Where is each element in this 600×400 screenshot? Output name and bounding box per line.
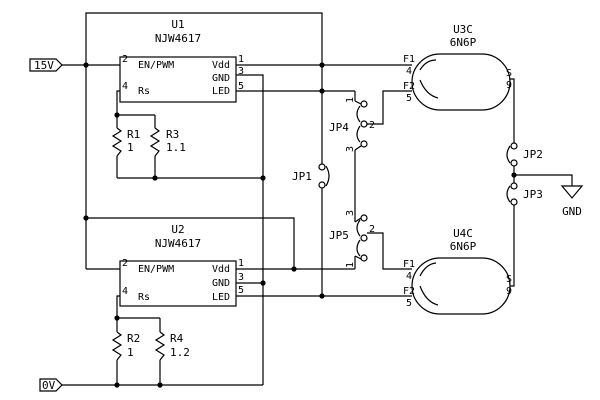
u1-num-vdd: 1	[238, 54, 244, 65]
u4c-f2-num: 5	[406, 298, 412, 309]
port-0v: 0V	[39, 378, 63, 392]
port-0v-label: 0V	[42, 379, 56, 392]
jp5-pin-2: 2	[369, 224, 375, 235]
r1-value: 1	[127, 141, 134, 154]
ic-u1: U1 NJW4617 EN/PWM Rs Vdd GND LED 2 4 1 3…	[119, 18, 244, 103]
r4-ref: R4	[170, 332, 184, 345]
u3c-ref: U3C	[453, 23, 473, 36]
r2-ref: R2	[127, 332, 140, 345]
u3c-f2-num: 5	[406, 93, 412, 104]
jp4-pin-3: 3	[345, 146, 356, 152]
r2-value: 1	[127, 346, 134, 359]
jp2-ref: JP2	[523, 148, 543, 161]
u3c-s-num: 9	[506, 80, 512, 91]
u4c-f2: F2	[403, 286, 415, 297]
u2-num-vdd: 1	[238, 258, 244, 269]
u1-num-rs: 4	[122, 81, 128, 92]
u4c-s-num: 9	[506, 286, 512, 297]
ground-symbol: GND	[560, 185, 584, 218]
u3c-f1: F1	[403, 54, 415, 65]
resistor-r4: R4 1.2	[154, 331, 190, 361]
resistor-r2: R2 1	[111, 331, 140, 361]
u2-pin-rs: Rs	[138, 292, 150, 303]
u2-pin-vdd: Vdd	[212, 264, 230, 275]
jp5-ref: JP5	[329, 229, 349, 242]
jp4-ref: JP4	[329, 121, 349, 134]
tube-u4c: U4C 6N6P F1 4 F2 5 S 9	[403, 227, 512, 315]
u4c-s: S	[506, 274, 512, 285]
r3-value: 1.1	[166, 141, 186, 154]
u1-ref: U1	[171, 18, 184, 31]
jp1-ref: JP1	[292, 170, 312, 183]
jp5-pin-3: 3	[345, 210, 356, 216]
u1-part: NJW4617	[155, 32, 201, 45]
u2-num-rs: 4	[122, 286, 128, 297]
u2-num-en: 2	[122, 258, 128, 269]
jumper-jp3: JP3	[506, 182, 543, 206]
u2-pin-led: LED	[212, 292, 230, 303]
u1-pin-en: EN/PWM	[138, 60, 174, 71]
u3c-s: S	[506, 68, 512, 79]
u2-pin-en: EN/PWM	[138, 264, 174, 275]
jp4-pin-1: 1	[345, 97, 356, 103]
resistor-r3: R3 1.1	[149, 127, 186, 157]
gnd-label: GND	[562, 205, 582, 218]
u1-num-led: 5	[238, 81, 244, 92]
u1-pin-gnd: GND	[212, 73, 230, 84]
resistor-r1: R1 1	[111, 127, 140, 157]
jumper-jp2: JP2	[506, 142, 543, 167]
port-15v-label: 15V	[34, 59, 54, 72]
u2-num-gnd: 3	[238, 272, 244, 283]
u3c-f2: F2	[403, 81, 415, 92]
r1-ref: R1	[127, 128, 140, 141]
u4c-part: 6N6P	[450, 240, 477, 253]
port-15v: 15V	[29, 58, 63, 72]
jumper-jp4: 1 2 3 JP4	[329, 97, 375, 152]
u1-pin-rs: Rs	[138, 86, 150, 97]
tube-u3c: U3C 6N6P F1 4 F2 5 S 9	[403, 23, 512, 111]
u2-ref: U2	[171, 223, 184, 236]
u1-num-gnd: 3	[238, 66, 244, 77]
junctions	[83, 62, 517, 388]
u1-num-en: 2	[122, 54, 128, 65]
r3-ref: R3	[166, 128, 179, 141]
jp3-ref: JP3	[523, 188, 543, 201]
u2-pin-gnd: GND	[212, 278, 230, 289]
jp5-pin-1: 1	[345, 262, 356, 268]
u4c-f1-num: 4	[406, 271, 412, 282]
jumper-jp1: JP1	[292, 163, 330, 189]
u1-pin-vdd: Vdd	[212, 60, 230, 71]
u3c-f1-num: 4	[406, 66, 412, 77]
u1-pin-led: LED	[212, 86, 230, 97]
u4c-f1: F1	[403, 259, 415, 270]
jumper-jp5: 3 2 1 JP5	[329, 210, 375, 268]
r4-value: 1.2	[170, 346, 190, 359]
jp4-pin-2: 2	[369, 120, 375, 131]
u2-part: NJW4617	[155, 237, 201, 250]
ic-u2: U2 NJW4617 EN/PWM Rs Vdd GND LED 2 4 1 3…	[119, 223, 244, 307]
u4c-ref: U4C	[453, 227, 473, 240]
u3c-part: 6N6P	[450, 36, 477, 49]
u2-num-led: 5	[238, 285, 244, 296]
